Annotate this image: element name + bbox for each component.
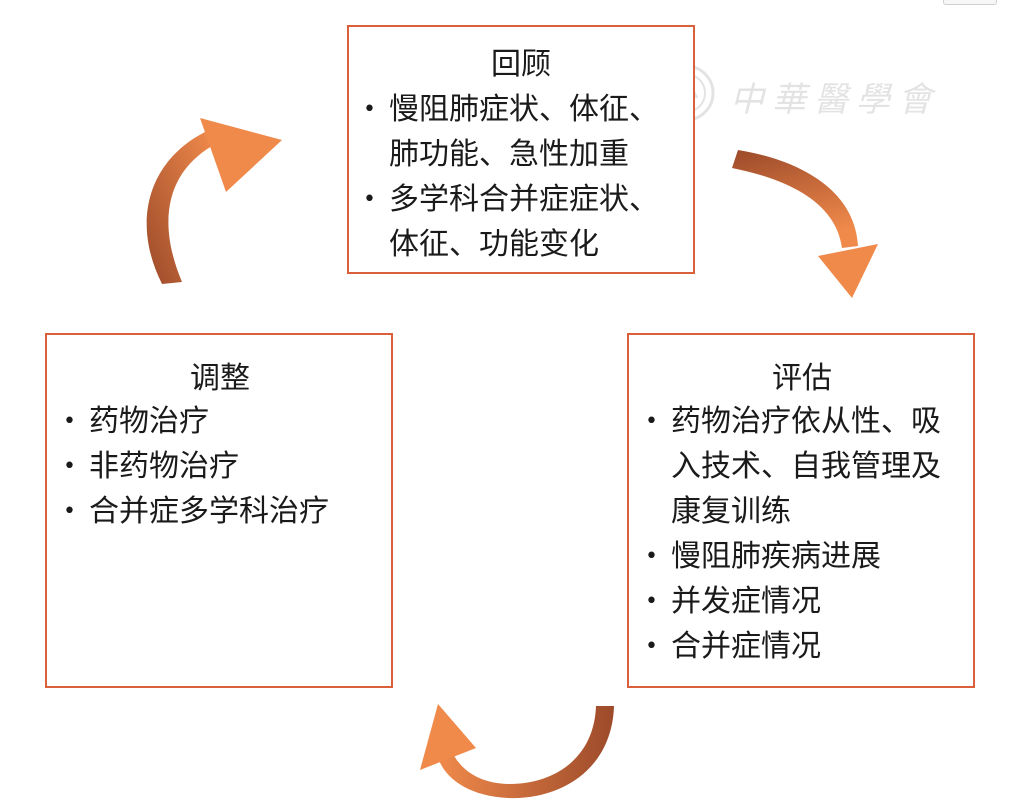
assess-title: 评估 <box>772 361 832 396</box>
corner-tab <box>943 0 997 5</box>
adjust-list: 药物治疗 非药物治疗 合并症多学科治疗 <box>59 399 381 534</box>
assess-item: 合并症情况 <box>641 624 963 669</box>
assess-list: 药物治疗依从性、吸入技术、自我管理及康复训练 慢阻肺疾病进展 并发症情况 合并症… <box>641 399 963 669</box>
arrow-assess-to-adjust <box>420 704 614 799</box>
review-title: 回顾 <box>491 47 551 82</box>
assess-item: 慢阻肺疾病进展 <box>641 534 963 579</box>
adjust-item: 药物治疗 <box>59 399 381 444</box>
adjust-box: 调整 药物治疗 非药物治疗 合并症多学科治疗 <box>45 333 393 688</box>
assess-item: 并发症情况 <box>641 579 963 624</box>
review-item: 多学科合并症症状、体征、功能变化 <box>359 177 683 267</box>
adjust-item: 非药物治疗 <box>59 444 381 489</box>
adjust-item: 合并症多学科治疗 <box>59 489 381 534</box>
chinese-medical-association-watermark: 中華醫學會 <box>655 62 945 122</box>
review-item: 慢阻肺症状、体征、肺功能、急性加重 <box>359 87 683 177</box>
watermark-text: 中華醫學會 <box>730 80 940 120</box>
review-box: 回顾 慢阻肺症状、体征、肺功能、急性加重 多学科合并症症状、体征、功能变化 <box>347 25 695 274</box>
assess-item: 药物治疗依从性、吸入技术、自我管理及康复训练 <box>641 399 963 534</box>
adjust-title: 调整 <box>190 361 250 396</box>
arrow-adjust-to-review <box>146 118 282 284</box>
arrow-review-to-assess <box>732 150 878 298</box>
assess-box: 评估 药物治疗依从性、吸入技术、自我管理及康复训练 慢阻肺疾病进展 并发症情况 … <box>627 333 975 688</box>
review-list: 慢阻肺症状、体征、肺功能、急性加重 多学科合并症症状、体征、功能变化 <box>359 87 683 267</box>
